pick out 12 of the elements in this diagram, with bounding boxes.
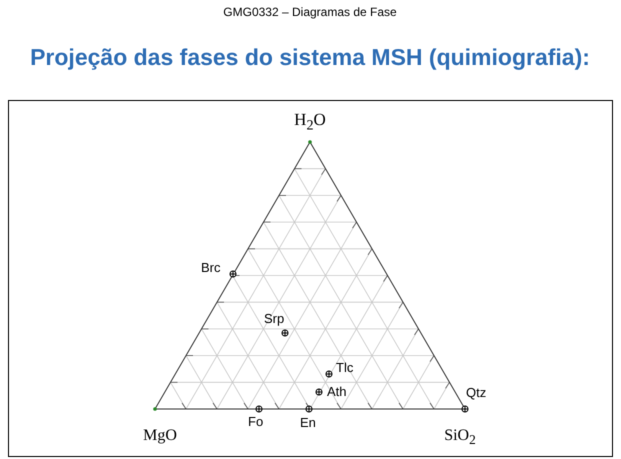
phase-label: Brc [201, 261, 220, 274]
vertex-label: MgO [143, 428, 177, 444]
phase-label: Ath [327, 385, 347, 398]
phase-label: Qtz [466, 386, 486, 399]
phase-label: Tlc [336, 361, 354, 374]
vertex-label: SiO$_{2}$ [444, 428, 476, 447]
header-text: GMG0332 – Diagramas de Fase [223, 6, 397, 18]
phase-label: Fo [248, 415, 264, 428]
slide-title: Projeção das fases do sistema MSH (quimiografia): [30, 46, 590, 69]
phase-label: Srp [264, 312, 284, 325]
vertex-label: H$_{2}$O [294, 111, 326, 133]
phase-label: En [300, 416, 316, 429]
